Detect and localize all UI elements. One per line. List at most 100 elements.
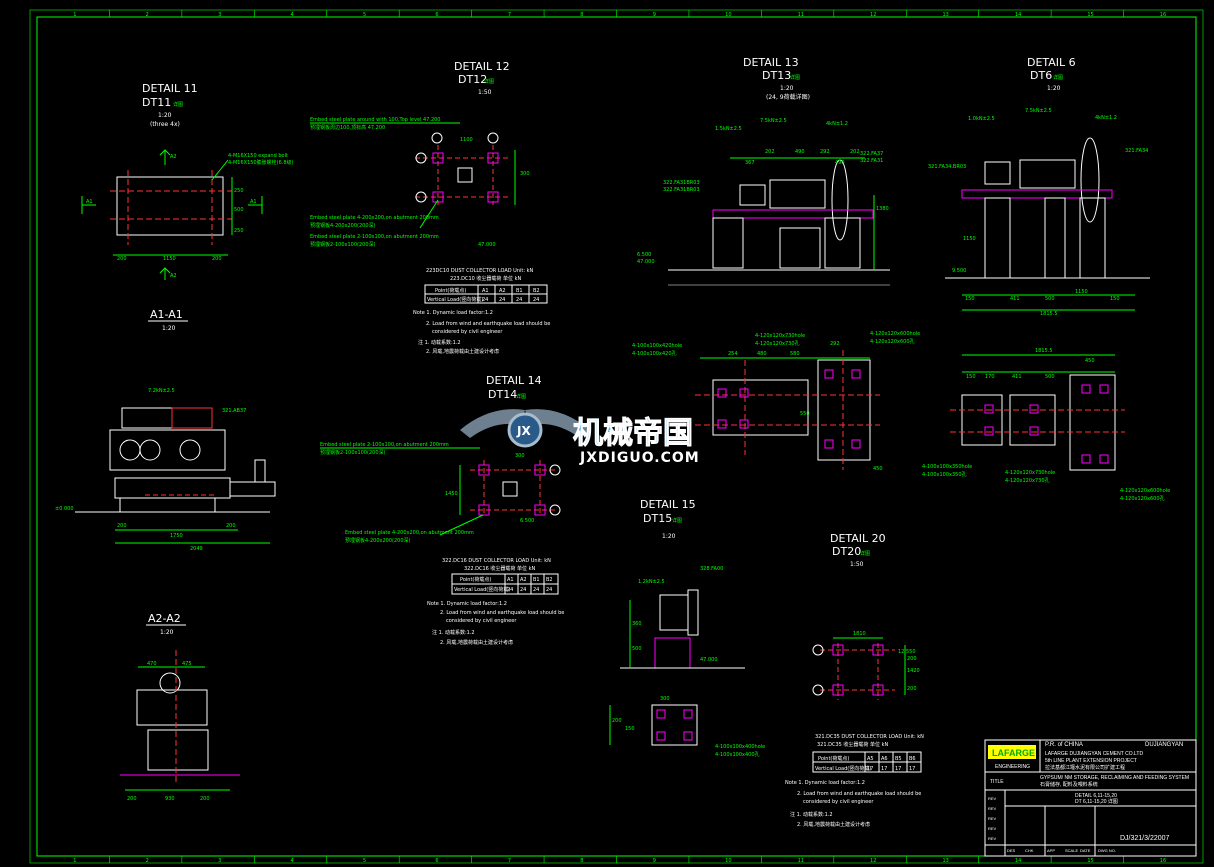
dt15-dim-2: 200 [612,718,622,724]
title-block-city: DUJIANGYAN [1145,742,1183,748]
a2-scale: 1:20 [160,629,174,636]
dt12-note3-cn: 预埋钢板2-100x100(200深) [310,241,376,248]
foot-label-1: CHK [1025,848,1034,853]
load2-note4: 注 1. 动载系数:1.2 [432,629,475,636]
dt6-dim-0: 150 [965,296,975,302]
load3-note2: 2. Load from wind and earthquake load sh… [797,791,921,797]
border-tick-label: 1 [73,12,76,18]
load3-title-cn: 321.DC35 收尘器载荷 单位 kN [817,741,889,748]
dt6-dim-6: 1815.5 [1040,311,1058,317]
border-tick-label: 9 [653,12,656,18]
title-block-project3: 拉法基都江堰水泥有限公司扩建工程 [1045,764,1125,771]
plan13-note1: 4-100x100x420hole [632,343,682,349]
detail-6-cn: 详图 [1053,74,1063,81]
dt20-dim-3: 200 [907,686,917,692]
border-tick-label: 3 [218,858,221,864]
load-table-322dc16: 322.DC16 DUST COLLECTOR LOAD Unit: kN 32… [427,558,564,646]
detail-20-title: DETAIL 20 [830,532,886,545]
dt15-dim-0: 360 [632,621,642,627]
plan13-note5: 4-120x120x600hole [870,331,920,337]
detail-14-code: DT14 [488,388,517,401]
detail-11-code: DT11 [142,96,171,109]
title-block-system: GYPSUM/ NM STORAGE, RECLAIMING AND FEEDI… [1040,775,1189,781]
dt11-dim-3: 250 [234,188,244,194]
dt20-level: 12.550 [898,649,916,655]
load2-h4: B2 [546,577,553,583]
a1-dim-1: 1750 [170,533,183,539]
dt13-dim-1: 202 [765,149,775,155]
dt11-callout-2: 4-M16X150膨胀螺栓(6.8级) [228,159,294,166]
detail-11-note: (three 4x) [150,121,180,128]
load2-v0: 24 [507,587,513,593]
border-tick-label: 11 [798,858,804,864]
watermark-en: JXDIGUO.COM [579,450,700,466]
border-tick-label: 1 [73,858,76,864]
plan6-note4: 4-120x120x730孔 [1005,477,1050,484]
plan6-dim-2: 170 [985,374,995,380]
rev-label-4: REV [988,836,997,841]
a1-dim-3: 200 [226,523,236,529]
load3-v1: 17 [881,766,887,772]
title-block-detail2: DT 6,11-15,20 详图 [1075,798,1118,805]
border-tick-label: 6 [435,12,438,18]
load3-row-label: Vertical Load(竖向荷载) [815,765,871,772]
a2-dim-3: 930 [165,796,175,802]
plan13-note6: 4-120x120x600孔 [870,338,915,345]
watermark-cn: 机械帝国 [573,416,693,451]
dt15-note2: 4-100x100x400孔 [715,751,760,758]
load2-v3: 24 [546,587,552,593]
watermark: JX 机械帝国 JXDIGUO.COM [460,409,700,466]
dt13-dim-5: 202 [850,149,860,155]
detail-13: DETAIL 13 DT13 详图 1:20 (24, 9荷载详图) 1.5kN… [637,56,890,286]
border-tick-label: 4 [291,12,294,18]
a1-tag: 321.AB37 [222,408,246,414]
load3-h0: Point(荷载点) [818,755,849,762]
plan13-note4: 4-120x120x730孔 [755,340,800,347]
a1-dim-0: 200 [117,523,127,529]
dt6-load-b: 7.5kN±2.5 [1025,108,1052,114]
plan6-dim-1: 150 [966,374,976,380]
a2-blower [136,689,208,726]
load2-h1: A1 [507,577,514,583]
plan6-note6: 4-120x120x600孔 [1120,495,1165,502]
detail-12-title: DETAIL 12 [454,60,510,73]
rev-label-0: REV [988,796,997,801]
a1-load: 7.2kN±2.5 [148,388,175,394]
dt11-dim-2: 200 [212,256,222,262]
load2-h0: Point(荷载点) [460,576,491,583]
load2-note2: 2. Load from wind and earthquake load sh… [440,610,564,616]
dt20-dim-2: 1420 [907,668,920,674]
dt13-dim-3: 292 [820,149,830,155]
border-tick-label: 2 [146,858,149,864]
a2-dim-4: 200 [200,796,210,802]
dt15-level: 47.000 [700,657,718,663]
dt13-dim-0: 367 [745,160,755,166]
load2-title: 322.DC16 DUST COLLECTOR LOAD Unit: kN [442,558,551,564]
title-block-logo-text: LAFARGE [992,748,1035,758]
border-tick-label: 10 [725,858,731,864]
dt12-level: 47.000 [478,242,496,248]
load1-note4: 注 1. 动载系数:1.2 [418,339,461,346]
load2-v1: 24 [520,587,526,593]
dt13-level1: 6.500 [637,252,651,258]
foot-label-4: DATE [1080,848,1091,853]
dt15-dim-3: 150 [625,726,635,732]
plan6-note3: 4-120x120x730hole [1005,470,1055,476]
detail-6: DETAIL 6 DT6 详图 1:20 1.0kN±2.5 7.5kN±2.5… [928,56,1150,317]
load-table-321dc35: 321.DC35 DUST COLLECTOR LOAD Unit: kN 32… [785,734,924,828]
plan-13: 4-100x100x420hole 4-100x100x420孔 4-120x1… [632,331,920,472]
border-tick-label: 12 [870,858,876,864]
detail-13-title: DETAIL 13 [743,56,799,69]
dt11-dim-5: 250 [234,228,244,234]
dt12-note2: Embed steel plate 4-200x200,on abutment … [310,215,439,221]
dt13-tag4: 322.FA31BR03 [663,187,700,193]
dt11-section-a1-left: A1 [86,199,93,205]
detail-20-cn: 详图 [860,550,870,557]
border-tick-label: 4 [291,858,294,864]
load3-h4: B6 [909,756,916,762]
dt13-load-a: 1.5kN±2.5 [715,126,742,132]
dt6-tag2: 321.FA34.BR03 [928,164,966,170]
border-tick-label: 3 [218,12,221,18]
detail-11-title: DETAIL 11 [142,82,198,95]
